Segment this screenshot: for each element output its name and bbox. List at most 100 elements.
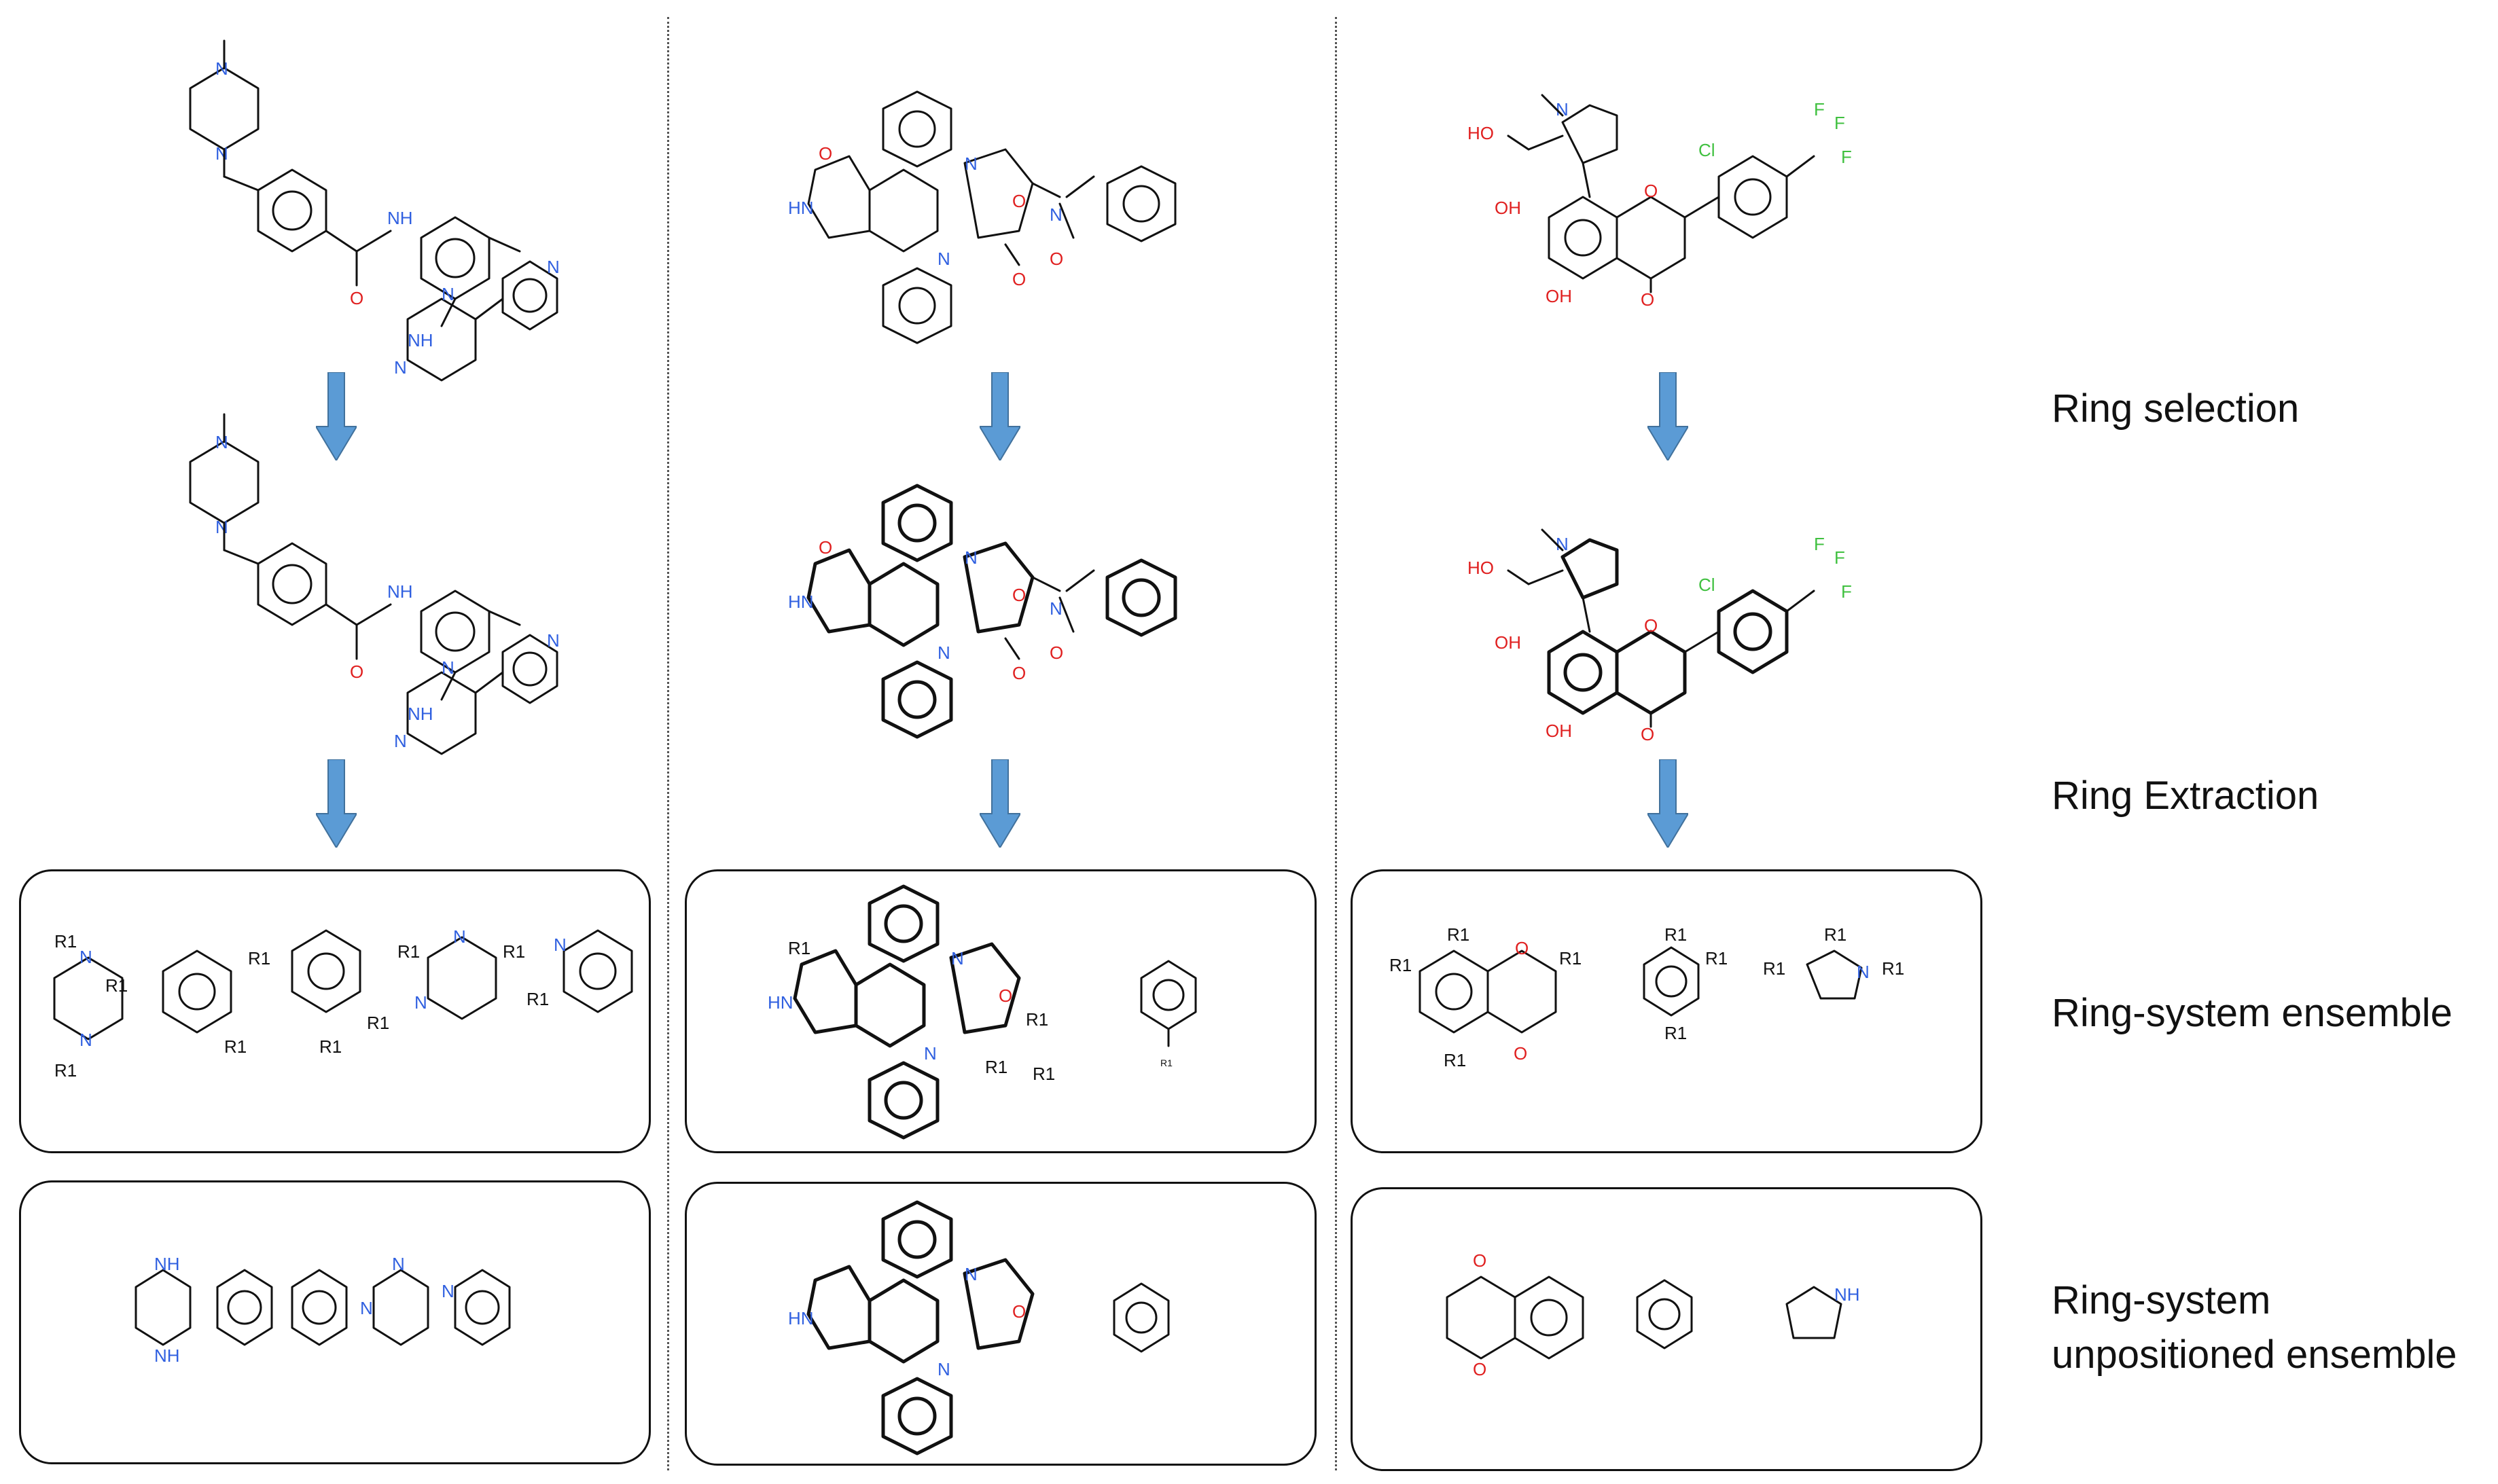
atom-label: O — [1641, 289, 1654, 310]
atom-label: R1 — [985, 1057, 1007, 1077]
atom-label: N — [442, 1281, 454, 1301]
atom-label: HO — [1467, 123, 1494, 143]
atom-label: HO — [1467, 558, 1494, 578]
atom-label: R1 — [1559, 948, 1582, 969]
molecule-3-original: N HO O O OH OH Cl F F F — [1467, 94, 1852, 310]
atom-label: N — [442, 284, 454, 304]
arrow-down-icon — [1647, 372, 1688, 460]
arrow-down-icon — [316, 759, 357, 848]
atom-label: HN — [768, 992, 793, 1013]
atom-label: R1 — [1705, 948, 1728, 969]
atom-label: N — [360, 1298, 373, 1318]
atom-label: OH — [1546, 721, 1572, 741]
atom-label: O — [1012, 1301, 1026, 1322]
atom-label: N — [547, 630, 560, 651]
atom-label: N — [1857, 962, 1870, 982]
atom-label: N — [1556, 534, 1569, 554]
molecule-1-selected: N N O NH NH — [189, 413, 521, 724]
unpositioned-box-1 — [19, 1180, 651, 1464]
atom-label: O — [999, 985, 1012, 1006]
molecule-1-original: N N O NH NH — [189, 39, 521, 350]
stage-label-unpositioned-line-2: unpositioned ensemble — [2052, 1333, 2457, 1377]
molecule-2-ring-ensemble: R1 HN N N O R1 R1 R1 R1 — [768, 884, 1197, 1140]
atom-label: R1 — [319, 1036, 342, 1057]
ensemble-box-3 — [1351, 869, 1982, 1153]
atom-label: F — [1834, 113, 1845, 133]
atom-label: OH — [1495, 198, 1521, 218]
atom-label: R1 — [1026, 1009, 1048, 1030]
atom-label: NH — [154, 1345, 180, 1366]
atom-label: N — [938, 1359, 950, 1379]
atom-label: NH — [387, 581, 413, 602]
atom-label: N — [414, 992, 427, 1013]
atom-label: N — [554, 935, 567, 955]
unpositioned-box-2 — [685, 1182, 1317, 1466]
atom-label: O — [1514, 1043, 1527, 1064]
atom-label: F — [1814, 534, 1825, 554]
atom-label: HN — [788, 592, 814, 612]
atom-label: R1 — [54, 1060, 77, 1081]
piperazine-ring — [189, 39, 260, 151]
atom-label: N — [965, 1264, 978, 1284]
atom-label: N — [215, 432, 228, 452]
atom-label: N — [1050, 204, 1063, 225]
atom-label: O — [1012, 191, 1026, 211]
atom-label: O — [1050, 249, 1063, 269]
atom-label: O — [1644, 615, 1658, 636]
atom-label: N — [79, 1030, 92, 1050]
atom-label: R1 — [105, 975, 128, 996]
atom-label: OH — [1546, 286, 1572, 306]
atom-label: R1 — [1389, 955, 1412, 975]
ensemble-box-1 — [19, 869, 651, 1153]
molecule-3-selected: N HO O O OH OH Cl F F F — [1467, 528, 1852, 744]
atom-label: Cl — [1698, 140, 1715, 160]
atom-label: R1 — [1447, 924, 1469, 945]
atom-label: N — [394, 357, 407, 378]
atom-label: R1 — [1444, 1050, 1466, 1070]
atom-label: O — [1012, 585, 1026, 605]
arrow-down-icon — [316, 372, 357, 460]
ensemble-box-2 — [685, 869, 1317, 1153]
atom-label: N — [1050, 598, 1063, 619]
atom-label: N — [215, 58, 228, 79]
atom-label: F — [1841, 581, 1852, 602]
atom-label: R1 — [367, 1013, 389, 1033]
molecule-1-unpositioned-ensemble: NH NH N N N — [135, 1254, 511, 1366]
arrow-down-icon — [980, 372, 1020, 460]
atom-label: N — [442, 657, 454, 678]
atom-label: N — [79, 947, 92, 967]
atom-label: N — [394, 731, 407, 751]
atom-label: N — [965, 153, 978, 174]
atom-label: R1 — [1033, 1064, 1055, 1084]
atom-label: NH — [408, 704, 433, 724]
stage-label-ring-extraction: Ring Extraction — [2052, 774, 2319, 818]
atom-label: O — [819, 143, 832, 164]
atom-label: O — [350, 288, 363, 308]
atom-label: NH — [387, 208, 413, 228]
atom-label: O — [1473, 1250, 1486, 1271]
molecule-1-pyrimidine-pyridine: N N N — [394, 257, 560, 382]
molecule-3-ring-ensemble: O O R1 R1 R1 R1 R1 R1 R1 R1 R1 N R1 — [1389, 924, 1904, 1070]
atom-label: R1 — [54, 931, 77, 952]
atom-label: O — [1012, 269, 1026, 289]
atom-label: O — [1473, 1359, 1486, 1379]
atom-label: R1 — [1664, 924, 1687, 945]
atom-label: NH — [408, 330, 433, 350]
stage-label-ring-system-ensemble: Ring-system ensemble — [2052, 991, 2452, 1035]
atom-label: R1 — [248, 948, 270, 969]
atom-label: O — [1644, 181, 1658, 201]
atom-label: NH — [1834, 1284, 1860, 1305]
atom-label: OH — [1495, 632, 1521, 653]
atom-label: N — [938, 643, 950, 663]
atom-label: O — [1050, 643, 1063, 663]
atom-label: R1 — [397, 941, 420, 962]
benzene-ring — [257, 168, 327, 253]
atom-label: Cl — [1698, 575, 1715, 595]
atom-label: R1 — [1763, 958, 1785, 979]
atom-label: NH — [154, 1254, 180, 1274]
atom-label: O — [1641, 724, 1654, 744]
stage-label-ring-selection: Ring selection — [2052, 386, 2300, 431]
atom-label: O — [819, 537, 832, 558]
arrow-down-icon — [1647, 759, 1688, 848]
